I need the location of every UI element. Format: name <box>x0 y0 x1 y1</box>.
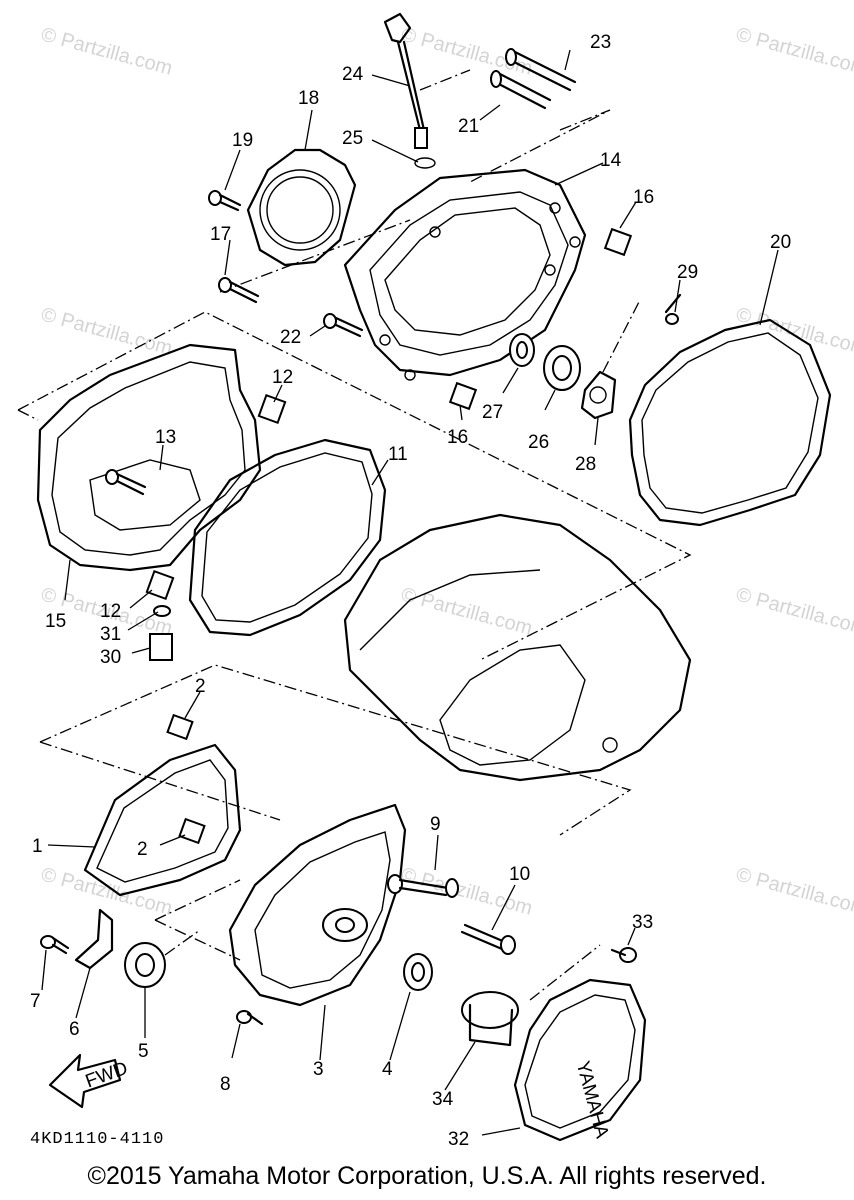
callout-labels: 1 2 2 3 4 5 6 7 8 9 10 11 12 12 13 14 15… <box>30 32 791 1150</box>
small-bolts <box>208 190 364 338</box>
long-bolts <box>490 48 577 110</box>
watermark: © Partzilla.com <box>39 864 175 920</box>
callout-10: 10 <box>509 864 530 885</box>
callout-6: 6 <box>69 1019 80 1040</box>
callout-12: 12 <box>272 367 293 388</box>
callout-15: 15 <box>45 611 66 632</box>
callout-4: 4 <box>382 1059 393 1080</box>
watermark: © Partzilla.com <box>39 24 175 80</box>
callout-18: 18 <box>298 88 319 109</box>
callout-3: 3 <box>313 1059 324 1080</box>
assembly-guide-lines <box>17 69 692 1001</box>
cover-plate <box>246 148 357 267</box>
callout-2: 2 <box>137 839 148 860</box>
callout-30: 30 <box>100 647 121 668</box>
callout-22: 22 <box>280 327 301 348</box>
callout-20: 20 <box>770 232 791 253</box>
crankcase-cover-2 <box>343 168 587 381</box>
seal-plate-bolt <box>40 908 166 988</box>
gasket-left <box>188 438 387 637</box>
callout-13: 13 <box>155 427 176 448</box>
watermark: © Partzilla.com <box>399 584 535 640</box>
callout-34: 34 <box>432 1089 454 1110</box>
watermarks: © Partzilla.com © Partzilla.com © Partzi… <box>39 24 854 920</box>
callout-29: 29 <box>677 262 698 283</box>
callout-14: 14 <box>600 150 622 171</box>
gasket-bottom <box>83 713 242 897</box>
fwd-label: FWD <box>83 1058 131 1093</box>
callout-2: 2 <box>195 676 206 697</box>
callout-16: 16 <box>447 427 468 448</box>
watermark: © Partzilla.com <box>734 24 854 80</box>
watermark: © Partzilla.com <box>734 864 854 920</box>
cover-logo: YAMAHA <box>572 1059 613 1141</box>
diagram-code: 4KD1110-4110 <box>30 1130 165 1149</box>
o-ring <box>414 157 436 169</box>
callout-12: 12 <box>100 601 121 622</box>
callout-9: 9 <box>430 814 441 835</box>
callout-7: 7 <box>30 991 41 1012</box>
callout-1: 1 <box>32 836 43 857</box>
callout-31: 31 <box>100 624 121 645</box>
callout-11: 11 <box>388 444 408 465</box>
callout-16: 16 <box>633 187 654 208</box>
callout-23: 23 <box>590 32 611 53</box>
callout-28: 28 <box>575 454 596 475</box>
gasket-right <box>628 318 832 527</box>
engine-crankcase <box>343 513 692 782</box>
callout-19: 19 <box>232 130 253 151</box>
callout-26: 26 <box>528 432 549 453</box>
watermark: © Partzilla.com <box>39 304 175 360</box>
callout-17: 17 <box>210 224 231 245</box>
fwd-arrow: FWD <box>48 1053 131 1109</box>
callout-8: 8 <box>220 1074 231 1095</box>
copyright-notice: ©2015 Yamaha Motor Corporation, U.S.A. A… <box>87 1162 767 1190</box>
callout-27: 27 <box>482 402 503 423</box>
callout-33: 33 <box>632 912 653 933</box>
leader-lines <box>41 49 779 1136</box>
generator-cover: YAMAHA <box>513 947 647 1142</box>
watermark: © Partzilla.com <box>734 584 854 640</box>
callout-32: 32 <box>448 1129 469 1150</box>
callout-21: 21 <box>458 116 479 137</box>
callout-5: 5 <box>138 1041 149 1062</box>
crankcase-cover-3 <box>228 803 519 1047</box>
callout-24: 24 <box>342 64 364 85</box>
callout-25: 25 <box>342 128 363 149</box>
bearing-set <box>448 227 682 420</box>
